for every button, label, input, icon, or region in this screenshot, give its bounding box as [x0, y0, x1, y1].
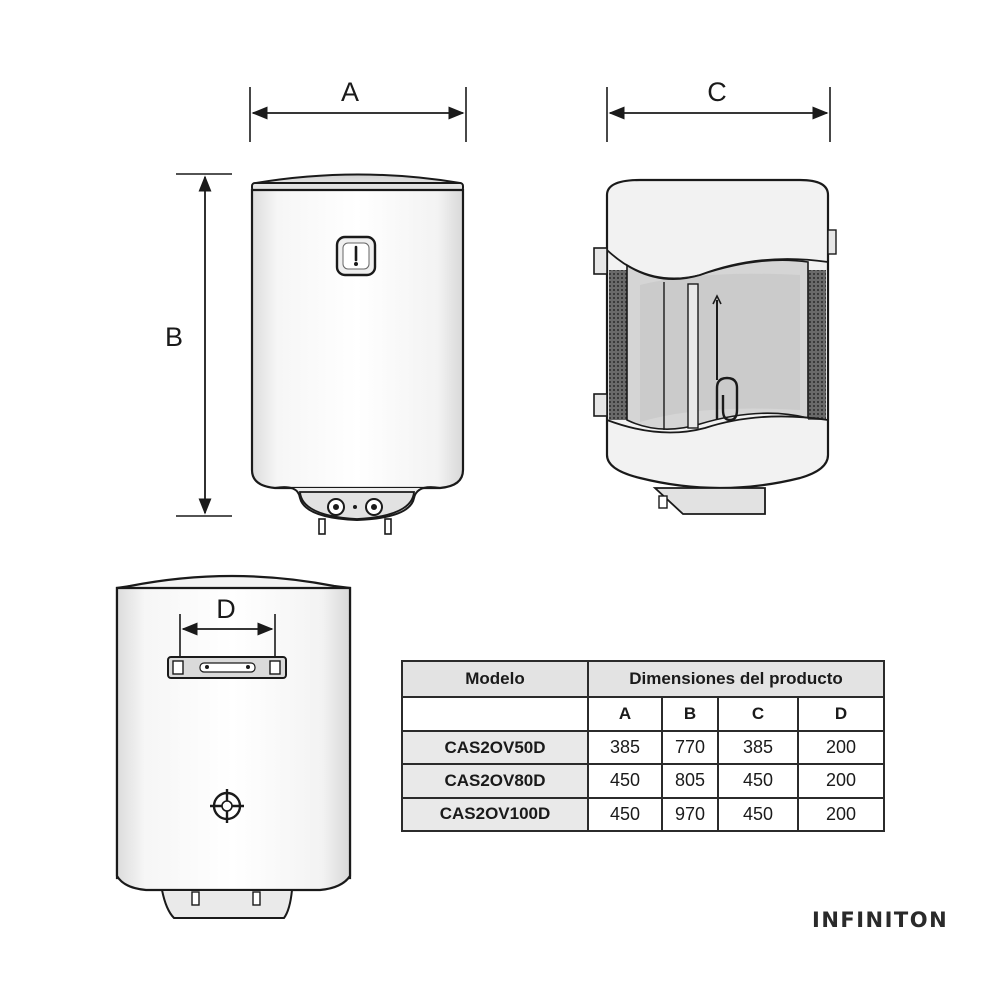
cutaway-view: C: [593, 77, 837, 515]
insulation-left: [609, 270, 627, 420]
model-name: CAS2OV100D: [401, 796, 589, 833]
value-b: 970: [661, 796, 719, 833]
dimension-c-label: C: [707, 77, 727, 107]
column-header-d: D: [796, 696, 886, 732]
model-name: CAS2OV50D: [401, 729, 589, 766]
back-view: D: [115, 574, 352, 919]
value-a: 385: [587, 729, 663, 766]
table-subheader-row: A B C D: [401, 696, 886, 732]
front-view: A B: [165, 77, 467, 535]
value-c: 385: [717, 729, 799, 766]
mounting-bracket: [167, 656, 287, 679]
model-subheader-blank: [401, 696, 589, 732]
value-c: 450: [717, 796, 799, 833]
inner-pipe: [687, 283, 699, 429]
value-d: 200: [796, 729, 886, 766]
tank-body-front: [250, 188, 465, 490]
pipe-left: [318, 518, 326, 535]
value-c: 450: [717, 763, 799, 799]
side-fitting-top: [593, 247, 608, 275]
bottom-cover-side: [652, 487, 766, 515]
dimensions-table: Modelo Dimensiones del producto A B C D …: [401, 660, 886, 833]
thermometer-icon: [335, 235, 377, 277]
value-b: 770: [661, 729, 719, 766]
dimension-a-label: A: [341, 77, 359, 107]
control-panel: [299, 491, 415, 520]
insulation-right: [808, 270, 826, 420]
dimensions-header: Dimensiones del producto: [586, 660, 886, 698]
wall-bracket: [827, 229, 837, 255]
model-header: Modelo: [401, 660, 589, 698]
value-d: 200: [796, 796, 886, 833]
table-header-row: Modelo Dimensiones del producto: [401, 660, 886, 698]
drain-valve-icon: [210, 789, 244, 823]
column-header-c: C: [717, 696, 799, 732]
value-a: 450: [587, 763, 663, 799]
pipe-right: [384, 518, 392, 535]
column-header-b: B: [661, 696, 719, 732]
table-row: CAS2OV50D 385 770 385 200: [401, 729, 886, 766]
table-row: CAS2OV80D 450 805 450 200: [401, 763, 886, 799]
model-name: CAS2OV80D: [401, 763, 589, 799]
column-header-a: A: [587, 696, 663, 732]
table-row: CAS2OV100D 450 970 450 200: [401, 796, 886, 833]
value-a: 450: [587, 796, 663, 833]
bottom-cover-back: [160, 889, 294, 919]
dimension-d-label: D: [216, 594, 236, 624]
side-fitting-bottom: [593, 393, 608, 417]
dimension-b-label: B: [165, 322, 183, 352]
brand-logo: INFINITON: [812, 908, 949, 932]
value-d: 200: [796, 763, 886, 799]
heating-element: [715, 376, 739, 422]
value-b: 805: [661, 763, 719, 799]
